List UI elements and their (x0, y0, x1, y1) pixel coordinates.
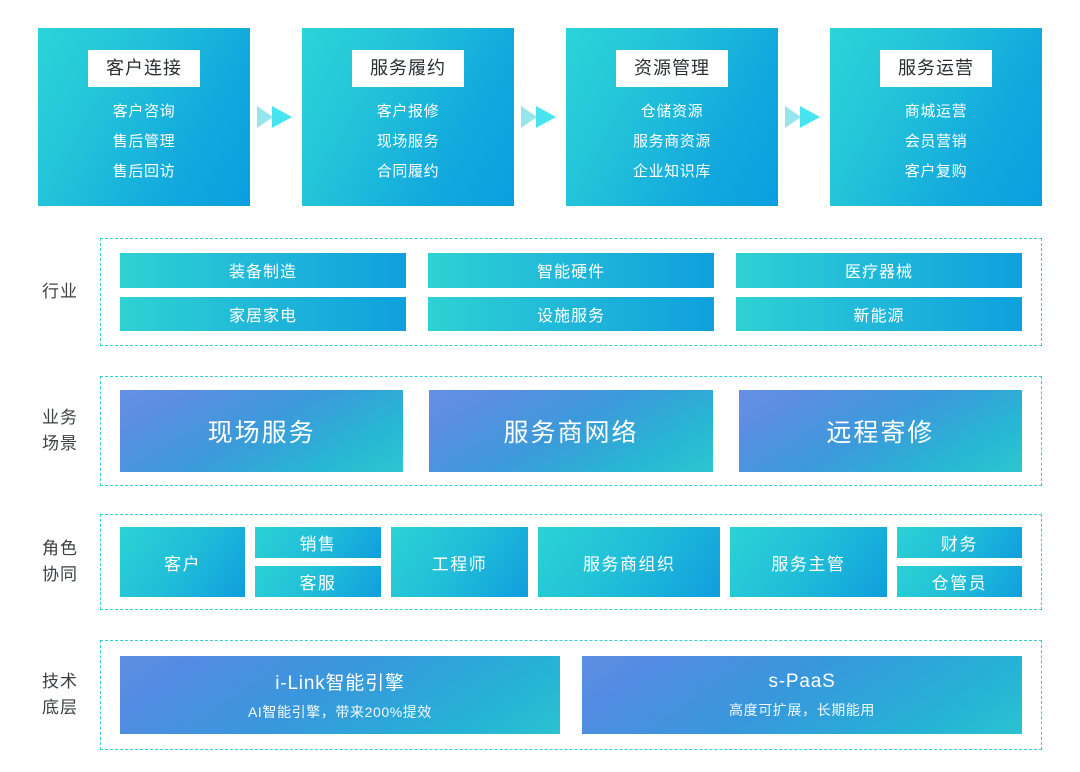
double-chevron-right-icon (250, 28, 302, 206)
industry-column: 医疗器械 新能源 (736, 253, 1022, 331)
scenario-card-onsite-service[interactable]: 现场服务 (120, 390, 404, 472)
flow-card-item: 客户报修 (376, 103, 440, 120)
role-block-provider-organization[interactable]: 服务商组织 (538, 527, 721, 597)
role-block-customer-service[interactable]: 客服 (255, 566, 381, 597)
industry-column: 智能硬件 设施服务 (428, 253, 714, 331)
tech-dashed-container: i-Link智能引擎 AI智能引擎，带来200%提效 s-PaaS 高度可扩展，… (100, 640, 1042, 750)
role-block-customer[interactable]: 客户 (120, 527, 246, 597)
section-industry: 行业 装备制造 家居家电 智能硬件 设施服务 医疗器械 新能源 (38, 238, 1042, 346)
industry-pill[interactable]: 设施服务 (428, 296, 714, 331)
section-business-scenario: 业务 场景 现场服务 服务商网络 远程寄修 (38, 376, 1042, 486)
section-label-line: 行业 (42, 282, 78, 301)
flow-card-item: 售后回访 (112, 163, 176, 180)
flow-card-item: 仓储资源 (640, 103, 704, 120)
flow-card-item-list: 仓储资源 服务商资源 企业知识库 (633, 99, 711, 185)
service-flow-row: 客户连接 客户咨询 售后管理 售后回访 服务履约 客户报修 现场服务 合同履约 (38, 28, 1042, 206)
flow-card-service-fulfillment[interactable]: 服务履约 客户报修 现场服务 合同履约 (302, 28, 514, 206)
role-block-warehouse-keeper[interactable]: 仓管员 (896, 566, 1023, 597)
flow-card-service-operations[interactable]: 服务运营 商城运营 会员营销 客户复购 (830, 28, 1042, 206)
flow-card-item: 商城运营 (904, 103, 968, 120)
role-block-engineer[interactable]: 工程师 (390, 527, 529, 597)
section-label-line: 角色 (42, 539, 78, 558)
flow-card-customer-connection[interactable]: 客户连接 客户咨询 售后管理 售后回访 (38, 28, 250, 206)
flow-card-item: 客户复购 (904, 163, 968, 180)
scenario-card-remote-repair[interactable]: 远程寄修 (738, 390, 1022, 472)
tech-grid: i-Link智能引擎 AI智能引擎，带来200%提效 s-PaaS 高度可扩展，… (120, 656, 1022, 734)
flow-card-item-list: 商城运营 会员营销 客户复购 (905, 99, 967, 185)
scenario-grid: 现场服务 服务商网络 远程寄修 (120, 390, 1022, 472)
flow-card-item: 售后管理 (112, 133, 176, 150)
flow-card-title: 服务运营 (880, 50, 992, 87)
flow-card-item: 企业知识库 (632, 163, 711, 180)
section-label-role-collaboration: 角色 协同 (38, 536, 100, 588)
tech-card-ilink-engine[interactable]: i-Link智能引擎 AI智能引擎，带来200%提效 (120, 656, 560, 734)
flow-card-item: 合同履约 (376, 163, 440, 180)
industry-grid: 装备制造 家居家电 智能硬件 设施服务 医疗器械 新能源 (120, 253, 1022, 331)
section-label-line: 协同 (42, 565, 78, 584)
double-chevron-right-icon (514, 28, 566, 206)
scenario-card-provider-network[interactable]: 服务商网络 (429, 390, 713, 472)
flow-card-title: 服务履约 (352, 50, 464, 87)
flow-card-item: 服务商资源 (632, 133, 711, 150)
section-role-collaboration: 角色 协同 客户 销售 客服 工程师 服务商组织 服务主管 财务 仓管员 (38, 514, 1042, 610)
role-dashed-container: 客户 销售 客服 工程师 服务商组织 服务主管 财务 仓管员 (100, 514, 1042, 610)
tech-card-spaas[interactable]: s-PaaS 高度可扩展，长期能用 (582, 656, 1022, 734)
double-chevron-right-icon (778, 28, 830, 206)
industry-pill[interactable]: 医疗器械 (736, 253, 1022, 288)
role-grid: 客户 销售 客服 工程师 服务商组织 服务主管 财务 仓管员 (120, 527, 1023, 597)
industry-pill[interactable]: 智能硬件 (428, 253, 714, 288)
industry-dashed-container: 装备制造 家居家电 智能硬件 设施服务 医疗器械 新能源 (100, 238, 1042, 346)
industry-pill[interactable]: 家居家电 (120, 296, 406, 331)
industry-column: 装备制造 家居家电 (120, 253, 406, 331)
industry-pill[interactable]: 新能源 (736, 296, 1022, 331)
section-label-tech-foundation: 技术 底层 (38, 669, 100, 721)
tech-card-subtitle: AI智能引擎，带来200%提效 (247, 704, 433, 720)
role-block-finance[interactable]: 财务 (896, 527, 1023, 558)
flow-card-title: 资源管理 (616, 50, 728, 87)
role-stack-finance-warehouse: 财务 仓管员 (896, 527, 1023, 597)
section-label-line: 业务 (42, 408, 78, 427)
flow-card-item-list: 客户报修 现场服务 合同履约 (377, 99, 439, 185)
tech-card-title: s-PaaS (768, 670, 836, 692)
section-tech-foundation: 技术 底层 i-Link智能引擎 AI智能引擎，带来200%提效 s-PaaS … (38, 640, 1042, 750)
section-label-line: 场景 (42, 434, 78, 453)
tech-card-subtitle: 高度可扩展，长期能用 (729, 701, 875, 718)
flow-card-resource-management[interactable]: 资源管理 仓储资源 服务商资源 企业知识库 (566, 28, 778, 206)
section-label-line: 底层 (42, 698, 78, 717)
flow-card-item-list: 客户咨询 售后管理 售后回访 (113, 99, 175, 185)
section-label-business-scenario: 业务 场景 (38, 405, 100, 457)
role-block-service-supervisor[interactable]: 服务主管 (730, 527, 887, 597)
section-label-industry: 行业 (38, 279, 100, 305)
industry-pill[interactable]: 装备制造 (120, 253, 406, 288)
flow-card-title: 客户连接 (88, 50, 200, 87)
scenario-dashed-container: 现场服务 服务商网络 远程寄修 (100, 376, 1042, 486)
section-label-line: 技术 (42, 672, 78, 691)
flow-card-item: 现场服务 (376, 133, 440, 150)
flow-card-item: 会员营销 (904, 133, 968, 150)
flow-card-item: 客户咨询 (112, 103, 176, 120)
role-stack-sales-support: 销售 客服 (255, 527, 381, 597)
tech-card-title: i-Link智能引擎 (275, 673, 405, 694)
role-block-sales[interactable]: 销售 (255, 527, 381, 558)
